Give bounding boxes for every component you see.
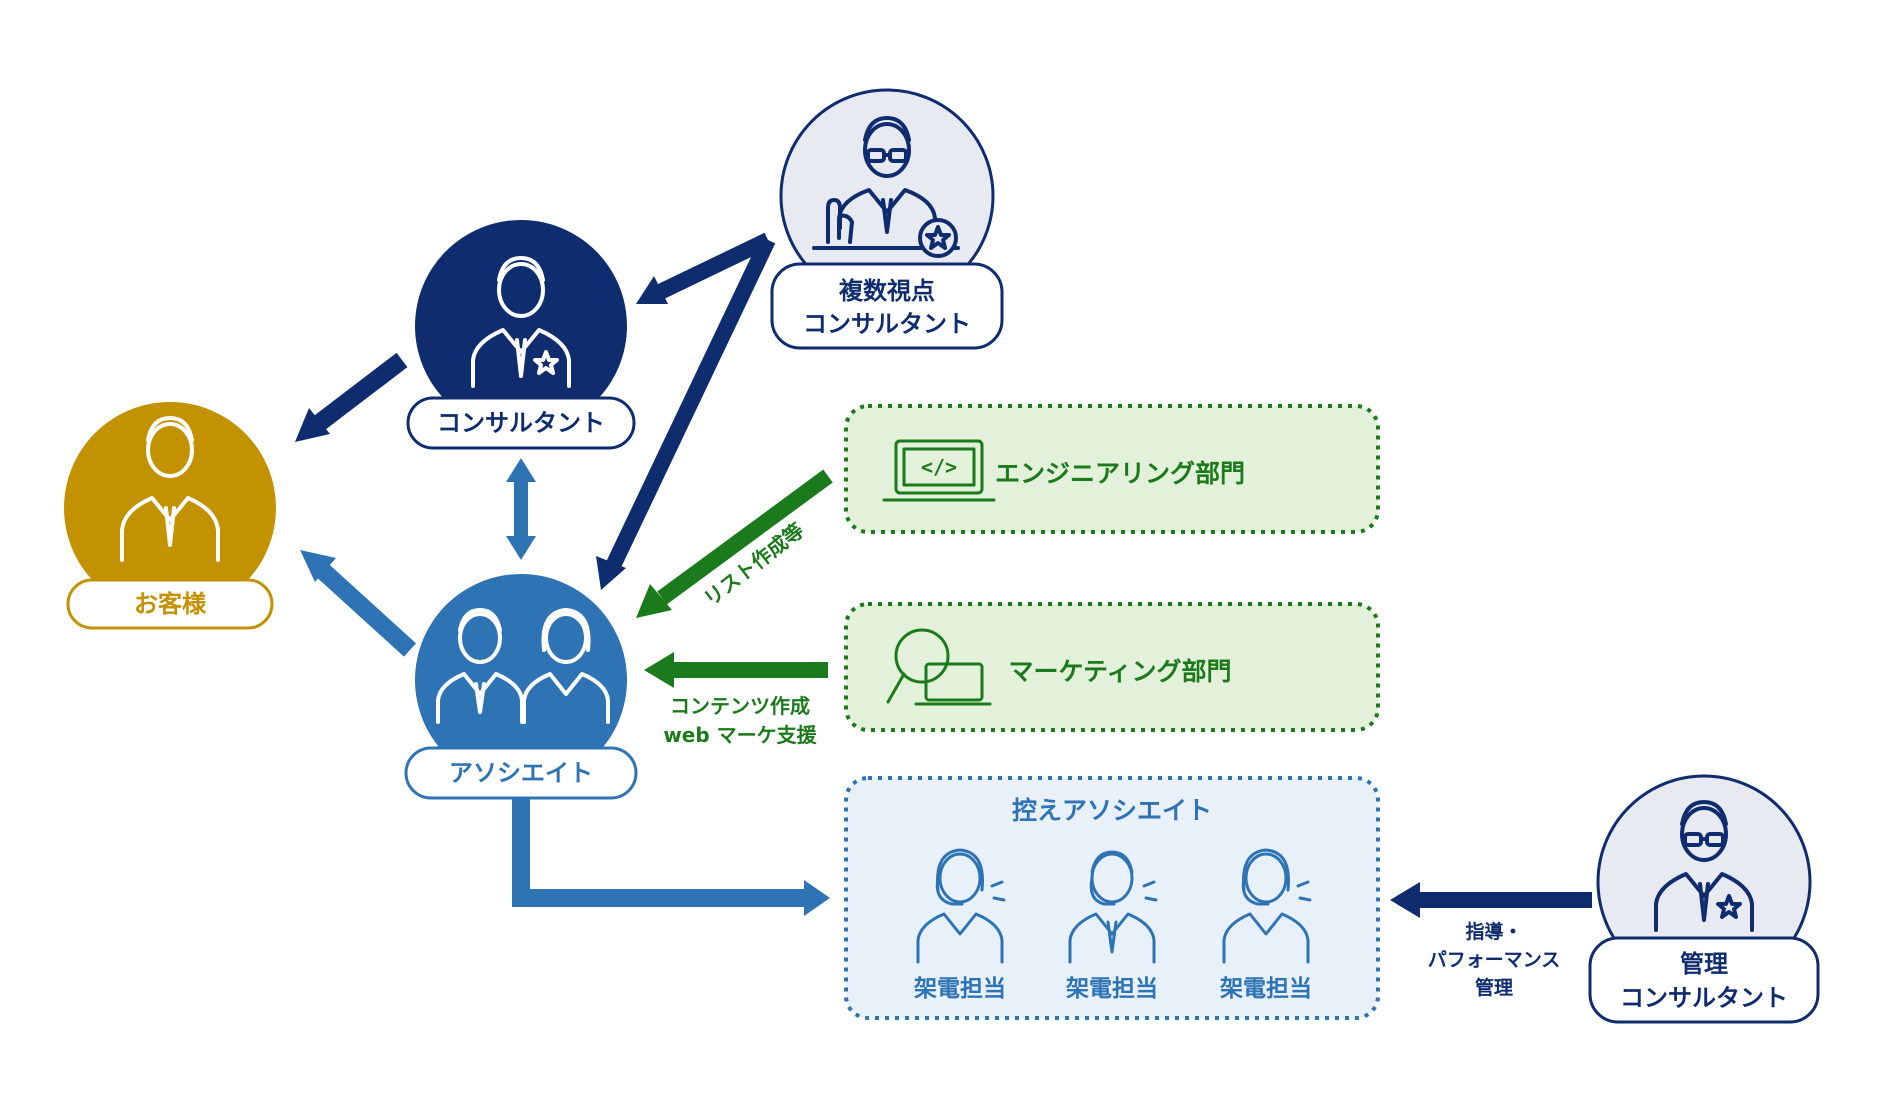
multi-consultant-node: 複数視点 コンサルタント [770,88,1004,350]
male-female-staff-icon [436,608,610,724]
female-headset-icon [1222,848,1312,964]
associate-node: アソシエイト [404,574,638,800]
female-headset-icon [916,848,1006,964]
reserve-member-2: 架電担当 [1066,850,1158,1002]
management-arrow-label-line1: 指導・ [1465,920,1522,943]
arrow-marketing-to-associate [644,652,828,688]
reserve-title: 控えアソシエイト [1012,796,1212,825]
laptop-code-icon: </> [882,439,996,502]
engineering-label: エンジニアリング部門 [995,459,1245,488]
consultant-circle [415,220,627,432]
customer-node: お客様 [64,402,276,630]
management-consultant-label-line2: コンサルタント [1620,984,1788,1012]
associate-circle [415,574,627,786]
reserve-member-3: 架電担当 [1220,848,1312,1002]
multi-consultant-label-line2: コンサルタント [803,310,971,338]
consultant-label: コンサルタント [437,409,605,437]
customer-circle [64,402,276,614]
multi-consultant-label-line1: 複数視点 [839,277,935,305]
marketing-arrow-label-line2: web マーケ支援 [663,723,817,747]
customer-label-pill [66,578,274,630]
reserve-member-3-label: 架電担当 [1220,976,1312,1002]
arrow-consultant-to-customer [295,352,408,442]
arrow-management-to-reserve [1390,882,1592,918]
engineering-department-box: </> エンジニアリング部門 [844,404,1380,534]
management-consultant-label-pill [1588,936,1820,1024]
reserve-member-1: 架電担当 [914,848,1006,1002]
reserve-box-frame [844,776,1380,1020]
management-arrow-label-line3: 管理 [1475,976,1513,999]
arrow-consultant-associate-bidirectional [506,458,536,560]
magnifier-laptop-icon [886,628,992,706]
arrow-engineering-to-associate [636,469,833,618]
svg-text:</>: </> [921,455,957,479]
male-headset-icon [1068,850,1158,964]
businessman-icon [120,416,220,562]
arrow-multi-consultant-to-consultant-and-associate [596,232,776,590]
management-consultant-node: 管理 コンサルタント [1588,774,1820,1024]
arrow-associate-to-customer [300,550,417,657]
marketing-label: マーケティング部門 [1008,657,1231,686]
management-arrow-label-line2: パフォーマンス [1428,949,1561,971]
consultant-label-pill [406,396,636,450]
presenter-glasses-star-icon [812,116,960,258]
businessman-star-icon [471,256,571,388]
associate-label-pill [404,746,638,800]
businessman-glasses-star-icon [1654,800,1754,932]
customer-label: お客様 [134,590,207,618]
management-consultant-label-line1: 管理 [1680,950,1728,978]
consultant-node: コンサルタント [406,220,636,450]
reserve-member-1-label: 架電担当 [914,976,1006,1002]
multi-consultant-label-pill [770,262,1004,350]
associate-label: アソシエイト [449,759,593,787]
marketing-department-box: マーケティング部門 [844,602,1380,732]
reserve-associates-box: 控えアソシエイト 架電担当 架電 [844,776,1380,1020]
arrow-associate-to-reserve [512,790,830,916]
reserve-member-2-label: 架電担当 [1066,976,1158,1002]
marketing-arrow-label-line1: コンテンツ作成 [670,694,810,718]
